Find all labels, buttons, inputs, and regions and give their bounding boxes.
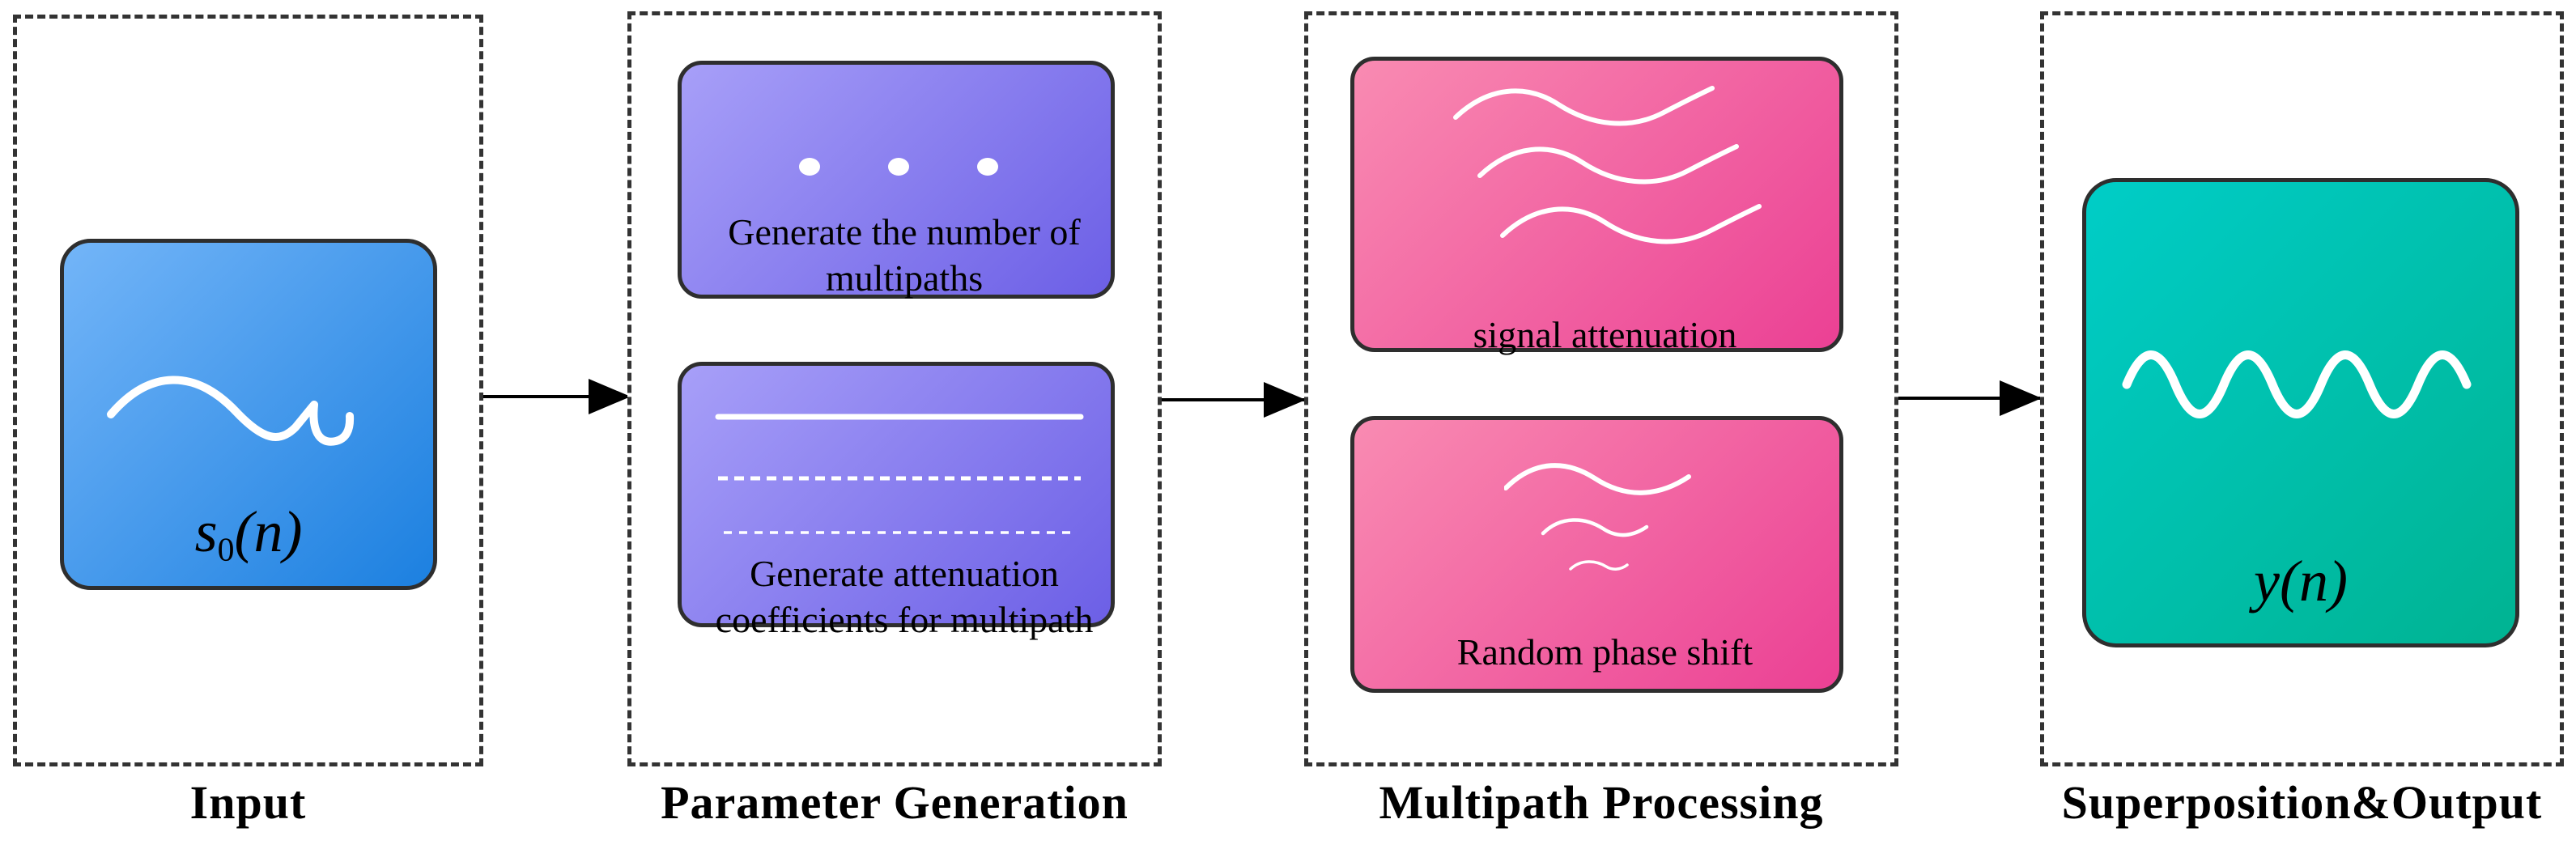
generate-attenuation-coefficients-caption: Generate attenuation coefficients for mu…	[715, 553, 1094, 640]
input-stage-label: Input	[189, 776, 307, 829]
generate-multipath-number-caption: Generate the number of multipaths	[728, 211, 1081, 299]
symbol-args: (n)	[2280, 549, 2348, 613]
coefficient-lines-icon	[682, 366, 1119, 552]
arrow-input-to-parameter	[483, 379, 631, 414]
multipath-processing-stage-label: Multipath Processing	[1379, 776, 1824, 829]
attenuation-waves-icon	[1452, 83, 1792, 278]
arrowhead-icon	[589, 379, 631, 414]
parameter-generation-stage-label: Parameter Generation	[661, 776, 1129, 829]
arrow-multipath-to-output	[1898, 380, 2042, 416]
phase-shift-waves-icon	[1504, 454, 1715, 592]
output-sine-icon	[2120, 324, 2485, 445]
symbol-args: (n)	[234, 499, 303, 564]
ellipsis-dots-icon	[682, 149, 1119, 185]
input-wave-icon	[103, 364, 394, 469]
symbol-subscript: 0	[217, 531, 235, 569]
superposition-output-stage-label: Superposition&Output	[2061, 776, 2543, 829]
generate-multipath-number-node: Generate the number of multipaths	[678, 61, 1115, 299]
output-signal-node: y(n)	[2082, 178, 2519, 647]
signal-attenuation-node: signal attenuation	[1350, 57, 1843, 355]
arrowhead-icon	[1264, 382, 1306, 418]
arrowhead-icon	[2000, 380, 2042, 416]
arrow-parameter-to-multipath	[1162, 382, 1306, 418]
signal-attenuation-caption: signal attenuation	[1473, 314, 1737, 355]
symbol-base: s	[194, 499, 218, 564]
symbol-base: y	[2254, 549, 2280, 613]
random-phase-shift-node: Random phase shift	[1350, 416, 1843, 693]
output-signal-symbol: y(n)	[2086, 548, 2515, 615]
random-phase-shift-caption: Random phase shift	[1456, 631, 1753, 673]
input-signal-symbol: s0(n)	[64, 499, 433, 570]
generate-attenuation-coefficients-node: Generate attenuation coefficients for mu…	[678, 362, 1115, 640]
input-signal-node: s0(n)	[60, 239, 437, 590]
